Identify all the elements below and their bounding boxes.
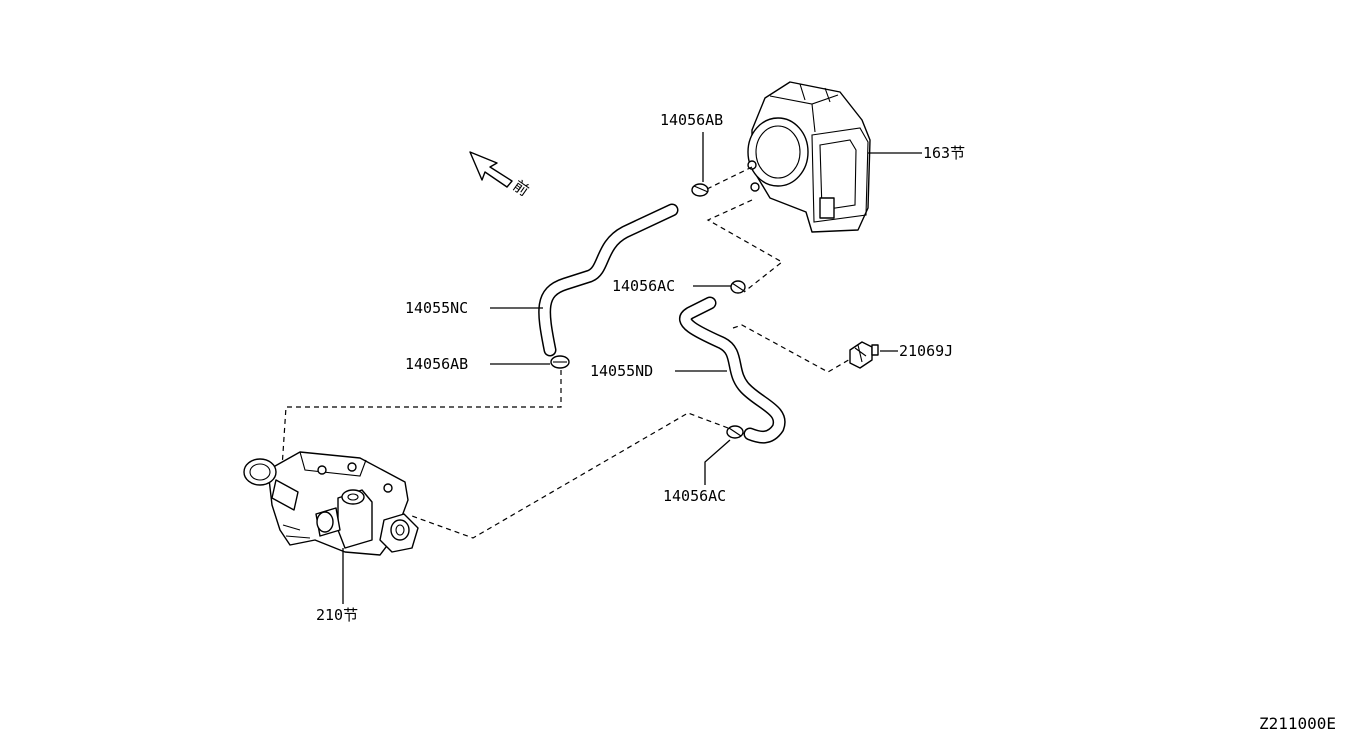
front-arrow-icon xyxy=(469,151,513,188)
throttle-body-part xyxy=(747,81,871,233)
clamp-mid-part xyxy=(730,280,746,294)
label-throttle-body: 163节 xyxy=(923,144,965,162)
label-connector: 21069J xyxy=(899,342,953,360)
label-clamp-bottom: 14056AC xyxy=(663,487,726,505)
clamp-top-part xyxy=(691,183,709,197)
label-clamp-mid: 14056AC xyxy=(612,277,675,295)
dash-clamp-left-to-housing xyxy=(281,370,562,469)
dash-hose-to-connector xyxy=(732,324,853,373)
label-hose-nc: 14055NC xyxy=(405,299,468,317)
front-arrow-label: 前 xyxy=(510,177,533,200)
leader-clamp-bottom xyxy=(704,439,731,485)
hose-nc-part xyxy=(538,203,679,357)
dash-body-to-clamp-mid xyxy=(706,199,784,293)
label-clamp-left: 14056AB xyxy=(405,355,468,373)
label-housing: 210节 xyxy=(316,606,358,624)
water-outlet-housing-part xyxy=(243,451,419,556)
connector-part xyxy=(849,341,879,369)
dash-clamp-bottom-to-housing xyxy=(411,412,729,539)
label-clamp-top: 14056AB xyxy=(660,111,723,129)
clamp-bottom-part xyxy=(726,425,744,439)
diagram-code: Z211000E xyxy=(1259,714,1336,733)
label-hose-nd: 14055ND xyxy=(590,362,653,380)
clamp-left-part xyxy=(550,355,570,369)
dash-clamp-top-to-body xyxy=(706,166,753,190)
hose-nd-part xyxy=(678,296,786,444)
